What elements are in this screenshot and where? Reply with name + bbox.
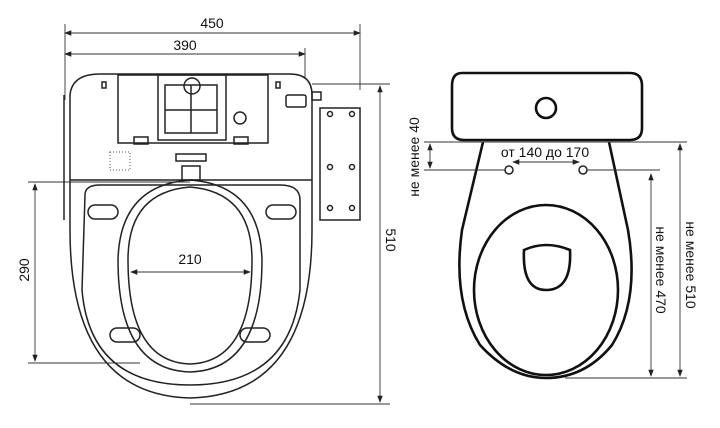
toilet-drawing: не менее 40 от 140 до 170 не менее 470 н… — [406, 71, 699, 380]
dim-510-label: 510 — [383, 228, 399, 252]
dim-290-label: 290 — [16, 258, 32, 282]
dim-210-label: 210 — [178, 251, 202, 267]
dim-450-label: 450 — [200, 15, 224, 31]
bidet-seat-drawing: 450 390 — [16, 15, 399, 405]
seat-body-outline — [69, 73, 313, 399]
mounting-plate — [319, 107, 361, 221]
flush-button — [534, 96, 558, 120]
toilet-tank — [450, 71, 644, 142]
dim-390-label: 390 — [173, 37, 197, 53]
mount-hole-left — [504, 165, 514, 175]
dim-510-right-label: не менее 510 — [683, 221, 699, 309]
dim-tank-gap-label: не менее 40 — [406, 117, 422, 197]
toilet-bowl — [458, 141, 633, 380]
dim-hole-spacing-label: от 140 до 170 — [501, 144, 589, 160]
mount-hole-right — [578, 165, 588, 175]
dim-470-label: не менее 470 — [653, 226, 669, 314]
